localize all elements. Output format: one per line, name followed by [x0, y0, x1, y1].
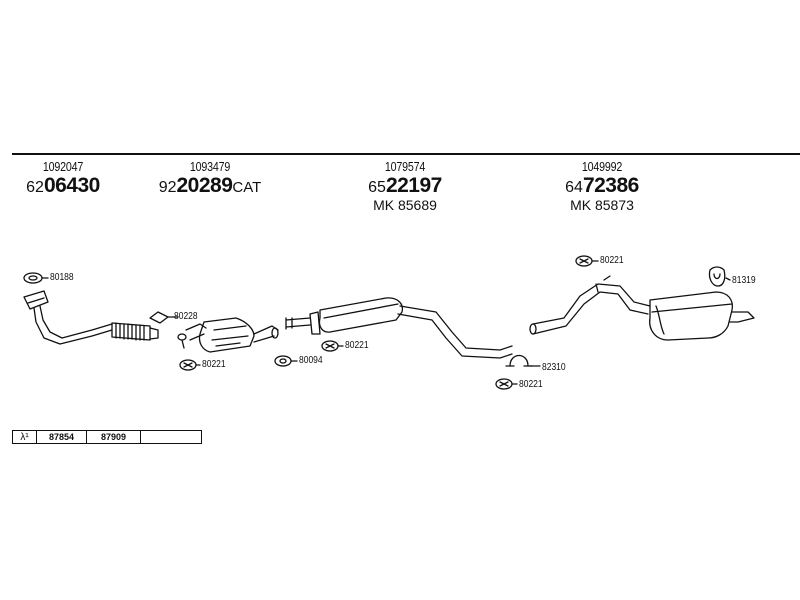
clamp-icon [177, 333, 187, 349]
part-number: 9220289CAT [158, 174, 262, 197]
label-gasket-80221-center: 80221 [345, 340, 369, 351]
label-clamp-82310: 82310 [542, 362, 566, 373]
gasket-80188-icon [23, 272, 43, 284]
article-number: 1079574 [384, 159, 426, 174]
mounting-kit-number: MK 85873 [570, 197, 634, 213]
article-number: 1093479 [189, 159, 231, 174]
rear-pipe-icon [529, 275, 651, 335]
part-header-middle-silencer: 1079574 6522197 MK 85689 [355, 160, 455, 212]
gasket-80221-center-icon [321, 340, 339, 352]
gasket-80094-icon [274, 355, 292, 367]
part-header-front-pipe: 1092047 6206430 [18, 160, 108, 196]
label-gasket-80221-cat: 80221 [202, 359, 226, 370]
label-gasket-80188: 80188 [50, 272, 74, 283]
rubber-hanger-81319-icon [708, 266, 726, 287]
reference-cell-empty [141, 431, 201, 443]
label-gasket-80094: 80094 [299, 355, 323, 366]
middle-silencer-icon [285, 297, 513, 359]
part-number: 6472386 [565, 174, 639, 197]
rear-silencer-icon [649, 291, 755, 341]
gasket-80221-upper-rear-icon [575, 255, 593, 267]
part-number: 6522197 [368, 174, 442, 197]
article-number: 1049992 [581, 159, 623, 174]
catalytic-converter-icon [185, 317, 279, 353]
article-number: 1092047 [42, 159, 84, 174]
label-gasket-80228: 80228 [174, 311, 198, 322]
part-number: 6206430 [26, 174, 100, 197]
reference-cell: 87854 [37, 431, 87, 443]
part-header-catalyst: 1093479 9220289CAT [150, 160, 270, 196]
gasket-80228-icon [149, 311, 169, 324]
gasket-80221-cat-icon [179, 359, 197, 371]
part-header-rear-silencer: 1049992 6472386 MK 85873 [552, 160, 652, 212]
header-divider-line [12, 153, 800, 155]
lambda-sensor-symbol: λ¹ [13, 431, 37, 443]
reference-cell: 87909 [87, 431, 141, 443]
label-hanger-81319: 81319 [732, 275, 756, 286]
gasket-80221-lower-rear-icon [495, 378, 513, 390]
label-gasket-80221-upper-rear: 80221 [600, 255, 624, 266]
mounting-kit-number: MK 85689 [373, 197, 437, 213]
reference-row: λ¹ 87854 87909 [12, 430, 202, 444]
clamp-82310-icon [505, 354, 533, 367]
front-pipe-icon [23, 290, 159, 345]
label-gasket-80221-lower-rear: 80221 [519, 379, 543, 390]
